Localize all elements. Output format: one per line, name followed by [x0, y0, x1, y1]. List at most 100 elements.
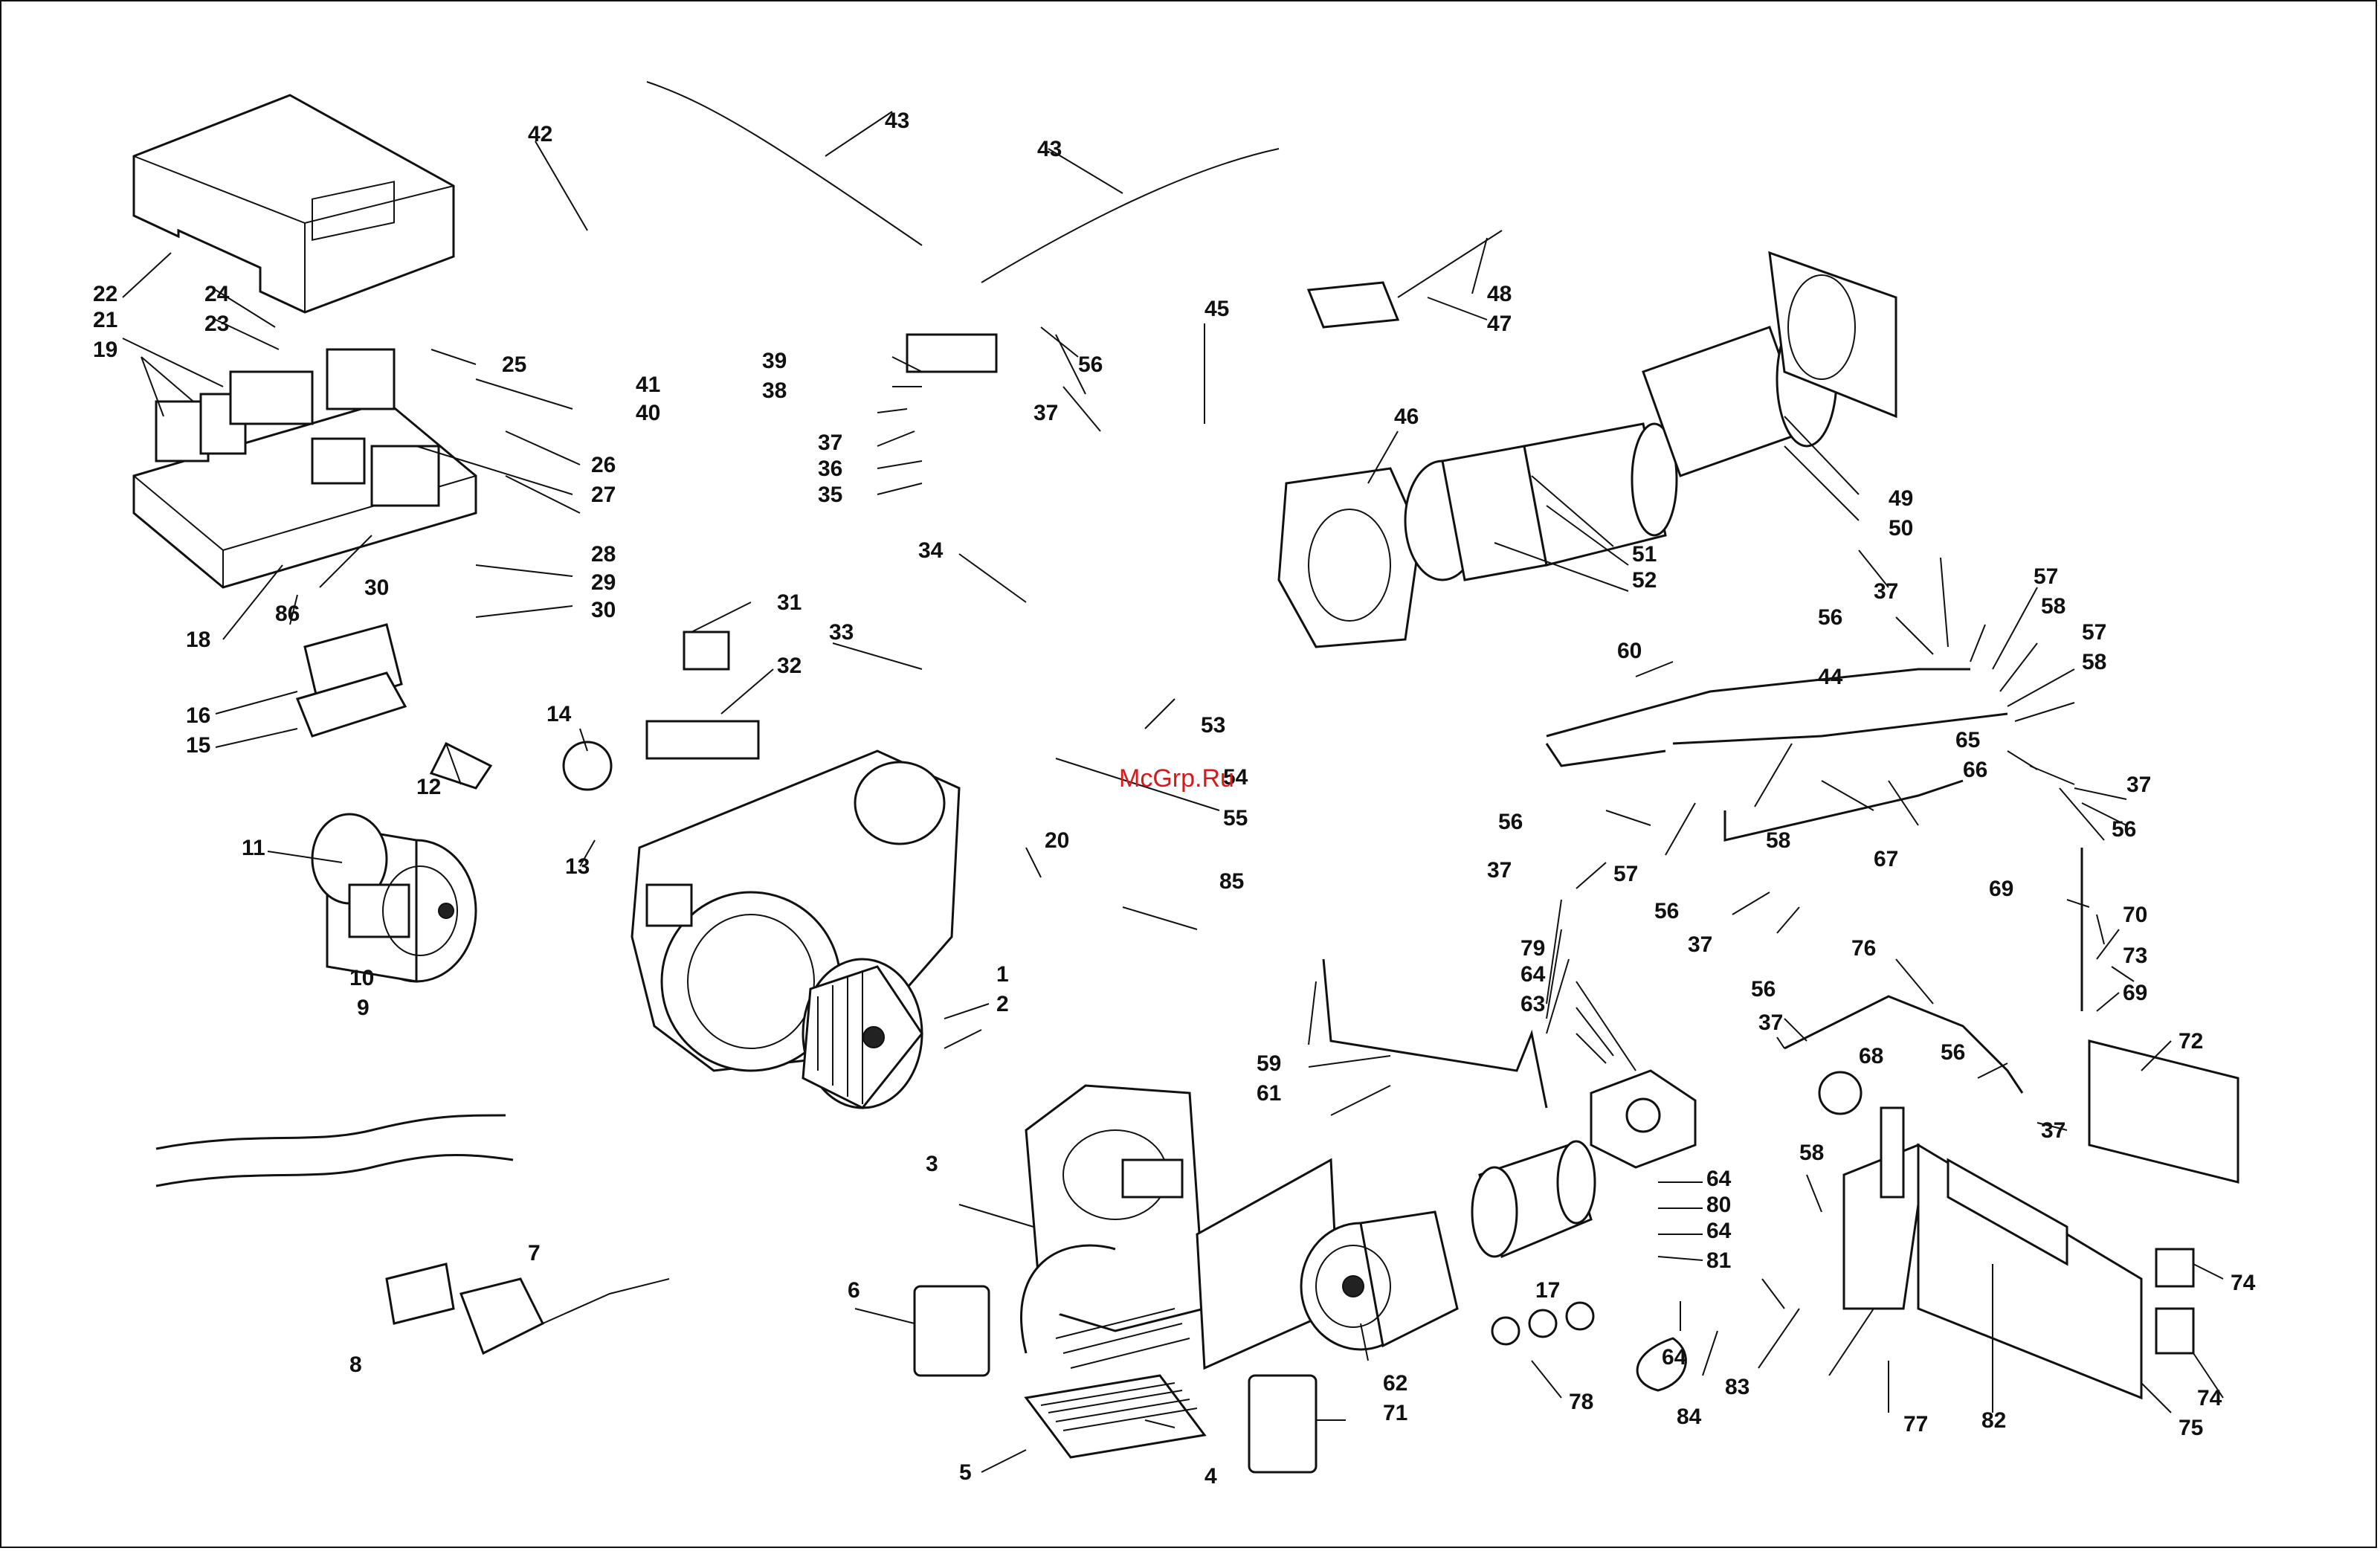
callout-74b: 74 — [2197, 1386, 2222, 1410]
callout-26: 26 — [591, 453, 616, 477]
callout-11: 11 — [242, 836, 265, 860]
callout-73: 73 — [2123, 944, 2147, 968]
callout-27: 27 — [591, 483, 616, 507]
oil-lines — [1322, 668, 2083, 1109]
callout-20: 20 — [1045, 828, 1069, 853]
callout-37g: 37 — [1758, 1010, 1783, 1035]
callout-37b: 37 — [1033, 401, 1058, 425]
callout-50: 50 — [1889, 516, 1913, 541]
callout-28: 28 — [591, 542, 616, 567]
electrode-assemblies — [645, 81, 1503, 760]
callout-1: 1 — [996, 962, 1009, 987]
solenoid-valve — [385, 1263, 670, 1355]
callout-65: 65 — [1955, 728, 1980, 752]
callout-37a: 37 — [818, 431, 842, 455]
callout-70: 70 — [2123, 903, 2147, 927]
callout-81: 81 — [1706, 1248, 1731, 1273]
callout-32: 32 — [777, 654, 802, 678]
callout-56d: 56 — [2112, 817, 2136, 842]
callout-82: 82 — [1981, 1408, 2006, 1433]
coupling-and-filter — [1471, 1140, 1596, 1346]
callout-68: 68 — [1859, 1044, 1883, 1068]
hoses — [155, 1114, 514, 1187]
callout-78: 78 — [1569, 1390, 1593, 1414]
callout-72: 72 — [2179, 1029, 2203, 1054]
callout-23: 23 — [204, 312, 229, 336]
callout-37d: 37 — [2126, 773, 2151, 797]
callout-85: 85 — [1219, 869, 1244, 894]
callout-58a: 58 — [2041, 594, 2065, 619]
callout-34: 34 — [918, 538, 944, 563]
watermark: McGrp.Ru — [1119, 764, 1234, 793]
capacitor-boxes — [913, 1285, 1318, 1474]
callout-49: 49 — [1889, 486, 1913, 511]
callout-57c: 57 — [1613, 862, 1638, 886]
callout-79: 79 — [1520, 936, 1545, 961]
oil-pump — [1590, 1069, 1697, 1169]
callout-60: 60 — [1617, 639, 1642, 663]
callout-66: 66 — [1963, 758, 1987, 782]
callout-labels: 1 2 3 4 5 6 7 8 9 10 11 12 13 14 15 16 1… — [93, 109, 2256, 1489]
callout-57a: 57 — [2034, 564, 2058, 589]
control-relay — [295, 623, 407, 738]
callout-18: 18 — [186, 628, 210, 652]
callout-25: 25 — [502, 352, 526, 377]
control-box-cover — [132, 94, 455, 314]
callout-52: 52 — [1632, 568, 1657, 593]
callout-64b: 64 — [1706, 1167, 1732, 1191]
callout-3: 3 — [926, 1152, 938, 1176]
electrical-panel — [132, 348, 477, 589]
callout-29: 29 — [591, 570, 616, 595]
leader-lines — [122, 111, 2224, 1473]
callout-37h: 37 — [2041, 1118, 2065, 1143]
callout-41: 41 — [636, 373, 660, 397]
callout-12: 12 — [416, 775, 441, 799]
callout-30a: 30 — [364, 575, 389, 600]
callout-56g: 56 — [1941, 1040, 1965, 1065]
callout-16: 16 — [186, 703, 210, 728]
callout-39: 39 — [762, 349, 787, 373]
callout-47: 47 — [1487, 312, 1512, 336]
callout-45: 45 — [1204, 297, 1229, 321]
callout-37c: 37 — [1874, 579, 1898, 604]
callout-62: 62 — [1383, 1371, 1407, 1396]
callout-76: 76 — [1851, 936, 1876, 961]
callout-69a: 69 — [1989, 877, 2013, 901]
callout-69b: 69 — [2123, 981, 2147, 1005]
callout-4: 4 — [1204, 1464, 1217, 1489]
callout-36: 36 — [818, 457, 842, 481]
callout-40: 40 — [636, 401, 660, 425]
nozzle-block — [1842, 1106, 2143, 1400]
callout-51: 51 — [1632, 542, 1657, 567]
fan-wheel — [802, 958, 923, 1109]
callout-24: 24 — [204, 282, 230, 306]
callout-19: 19 — [93, 338, 117, 362]
callout-56f: 56 — [1751, 977, 1776, 1002]
callout-61: 61 — [1257, 1081, 1281, 1106]
callout-57b: 57 — [2082, 620, 2106, 645]
callout-58c: 58 — [1766, 828, 1790, 853]
callout-7: 7 — [528, 1241, 541, 1265]
callout-56b: 56 — [1818, 605, 1842, 630]
callout-71: 71 — [1383, 1401, 1407, 1425]
callout-14: 14 — [546, 702, 572, 726]
callout-46: 46 — [1394, 404, 1419, 429]
callout-84: 84 — [1677, 1405, 1702, 1429]
callout-21: 21 — [93, 308, 117, 332]
callout-15: 15 — [186, 733, 210, 758]
callout-38: 38 — [762, 378, 787, 403]
brackets-right — [2088, 1039, 2239, 1355]
flame-sensor-and-gauge — [429, 741, 1863, 1392]
callout-58d: 58 — [1799, 1141, 1824, 1165]
callout-31: 31 — [777, 590, 802, 615]
callout-37e: 37 — [1487, 858, 1512, 883]
callout-64c: 64 — [1706, 1219, 1732, 1243]
callout-8: 8 — [349, 1352, 362, 1377]
callout-80: 80 — [1706, 1193, 1731, 1217]
callout-56e: 56 — [1654, 899, 1679, 923]
callout-43b: 43 — [1037, 137, 1062, 161]
callout-67: 67 — [1874, 847, 1898, 871]
callout-9: 9 — [357, 996, 370, 1020]
